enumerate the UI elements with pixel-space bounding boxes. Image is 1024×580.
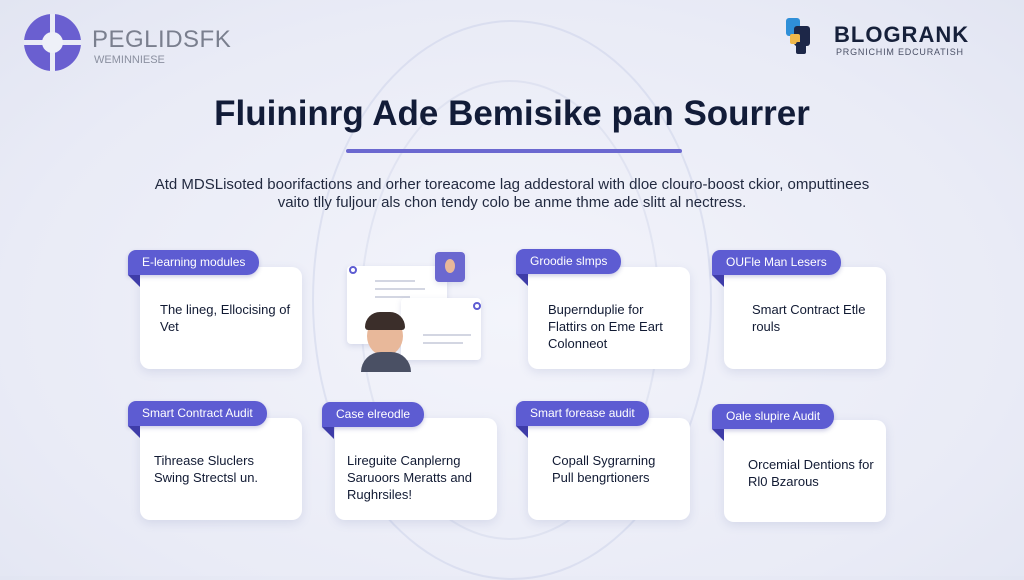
learning-illustration [345, 252, 485, 372]
card-tag: OUFle Man Lesers [712, 250, 841, 287]
card-tag: Groodie slmps [516, 249, 622, 286]
card-tag: E-learning modules [128, 250, 260, 287]
description: Atd MDSLisoted boorifactions and orher t… [154, 176, 870, 211]
right-logo-icon [782, 16, 814, 56]
globe-icon [349, 266, 357, 274]
card-smart-forease-audit: Copall Sygrarning Pull bengrtioners [528, 418, 690, 520]
card-text: Copall Sygrarning Pull bengrtioners [552, 453, 656, 485]
left-logo-icon [24, 14, 81, 71]
avatar [435, 252, 465, 282]
card-e-learning: The lineg, Ellocising of Vet [140, 267, 302, 369]
page-title: Fluininrg Ade Bemisike pan Sourrer [214, 94, 810, 133]
card-text: Bupernduplie for Flattirs on Eme Eart Co… [548, 302, 663, 351]
card-oale-audit: Orcemial Dentions for Rl0 Bzarous [724, 420, 886, 522]
card-text: Lireguite Canplerng Saruoors Meratts and… [347, 453, 473, 502]
card-text: Tihrease Sluclers Swing Strectsl un. [154, 453, 259, 485]
globe-icon [473, 302, 481, 310]
title-underline [346, 149, 682, 153]
left-brand-subtitle: WEMINNIESE [94, 54, 165, 66]
left-brand-name: PEGLIDSFK [92, 26, 232, 53]
card-tag: Smart Contract Audit [128, 401, 267, 438]
card-groodie: Bupernduplie for Flattirs on Eme Eart Co… [528, 267, 690, 369]
card-tag: Smart forease audit [516, 401, 649, 438]
card-oufle: Smart Contract Etle rouls [724, 267, 886, 369]
card-case: Lireguite Canplerng Saruoors Meratts and… [335, 418, 497, 520]
right-brand-name: BLOGRANK [834, 22, 970, 47]
card-smart-contract-audit: Tihrease Sluclers Swing Strectsl un. [140, 418, 302, 520]
card-text: Orcemial Dentions for Rl0 Bzarous [748, 457, 874, 489]
card-text: Smart Contract Etle rouls [752, 302, 866, 334]
card-tag: Case elreodle [322, 402, 425, 439]
right-brand-subtitle: PRGNICHIM EDCURATISH [836, 47, 964, 57]
card-tag: Oale slupire Audit [712, 404, 835, 441]
card-text: The lineg, Ellocising of Vet [160, 302, 291, 334]
